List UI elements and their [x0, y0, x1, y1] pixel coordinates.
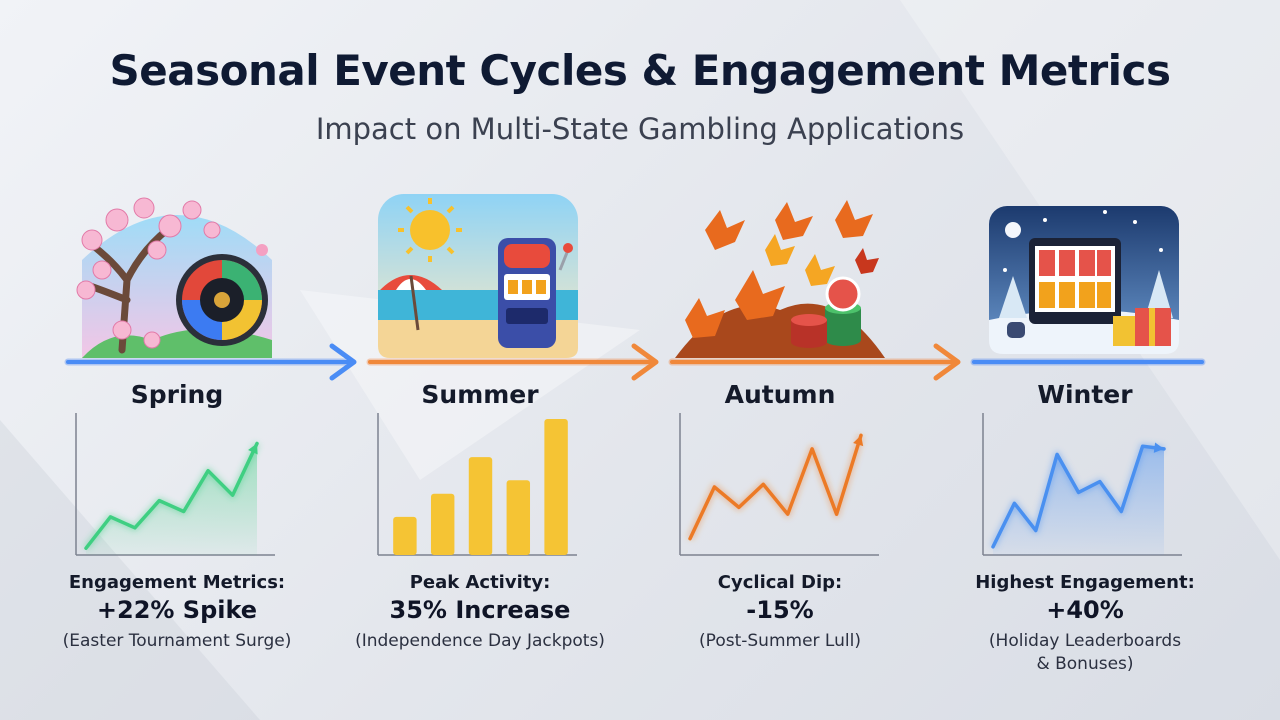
summer-metric-note: (Independence Day Jackpots) [355, 631, 605, 651]
winter-metric-value: +40% [1046, 596, 1124, 624]
spring-metric-value: +22% Spike [96, 596, 258, 624]
area-fill [993, 446, 1164, 555]
bar-5 [544, 419, 568, 555]
summer-metric-label: Peak Activity: [409, 572, 551, 593]
winter-slot-gifts-icon [989, 206, 1179, 354]
season-title-winter: Winter [1037, 380, 1133, 409]
series-arrowhead [853, 435, 864, 447]
series-line [84, 441, 259, 550]
autumn-leaves-chips-icon [675, 200, 885, 358]
page-subtitle: Impact on Multi-State Gambling Applicati… [315, 112, 965, 146]
series-arrowhead [248, 443, 258, 455]
page-title: Seasonal Event Cycles & Engagement Metri… [109, 46, 1171, 95]
cherry-blossom-roulette-icon [76, 197, 272, 358]
winter-metric-note-line1: (Holiday Leaderboards [988, 631, 1182, 651]
winter-engagement-chart [982, 413, 1182, 556]
autumn-dip-chart [679, 413, 879, 556]
beach-slot-machine-icon [378, 194, 578, 358]
autumn-winter-arrow [668, 343, 961, 381]
bar-3 [468, 457, 493, 555]
bar-2 [430, 493, 455, 555]
bar-4 [506, 480, 531, 555]
season-title-spring: Spring [130, 380, 224, 409]
season-title-autumn: Autumn [724, 380, 836, 409]
series-arrowhead [1153, 442, 1164, 453]
winter-metric-label: Highest Engagement: [975, 572, 1195, 593]
winter-metric-note: (Holiday Leaderboards & Bonuses) [935, 630, 1235, 676]
autumn-metric-value: -15% [746, 596, 814, 624]
autumn-metric-label: Cyclical Dip: [717, 572, 843, 593]
bar-1 [393, 516, 417, 555]
winter-timeline-end [970, 358, 1206, 366]
summer-activity-chart [377, 413, 577, 556]
spring-summer-arrow [64, 343, 357, 381]
spring-metric-label: Engagement Metrics: [68, 572, 286, 593]
spring-engagement-chart [75, 413, 275, 556]
winter-metric-note-line2: & Bonuses) [1036, 654, 1134, 674]
season-title-summer: Summer [421, 380, 539, 409]
summer-autumn-arrow [366, 343, 659, 381]
series-line [991, 444, 1166, 549]
spring-metric-note: (Easter Tournament Surge) [62, 631, 292, 651]
area-fill [86, 443, 257, 555]
series-line [688, 433, 863, 541]
autumn-metric-note: (Post-Summer Lull) [699, 631, 861, 651]
summer-metric-value: 35% Increase [389, 596, 571, 624]
